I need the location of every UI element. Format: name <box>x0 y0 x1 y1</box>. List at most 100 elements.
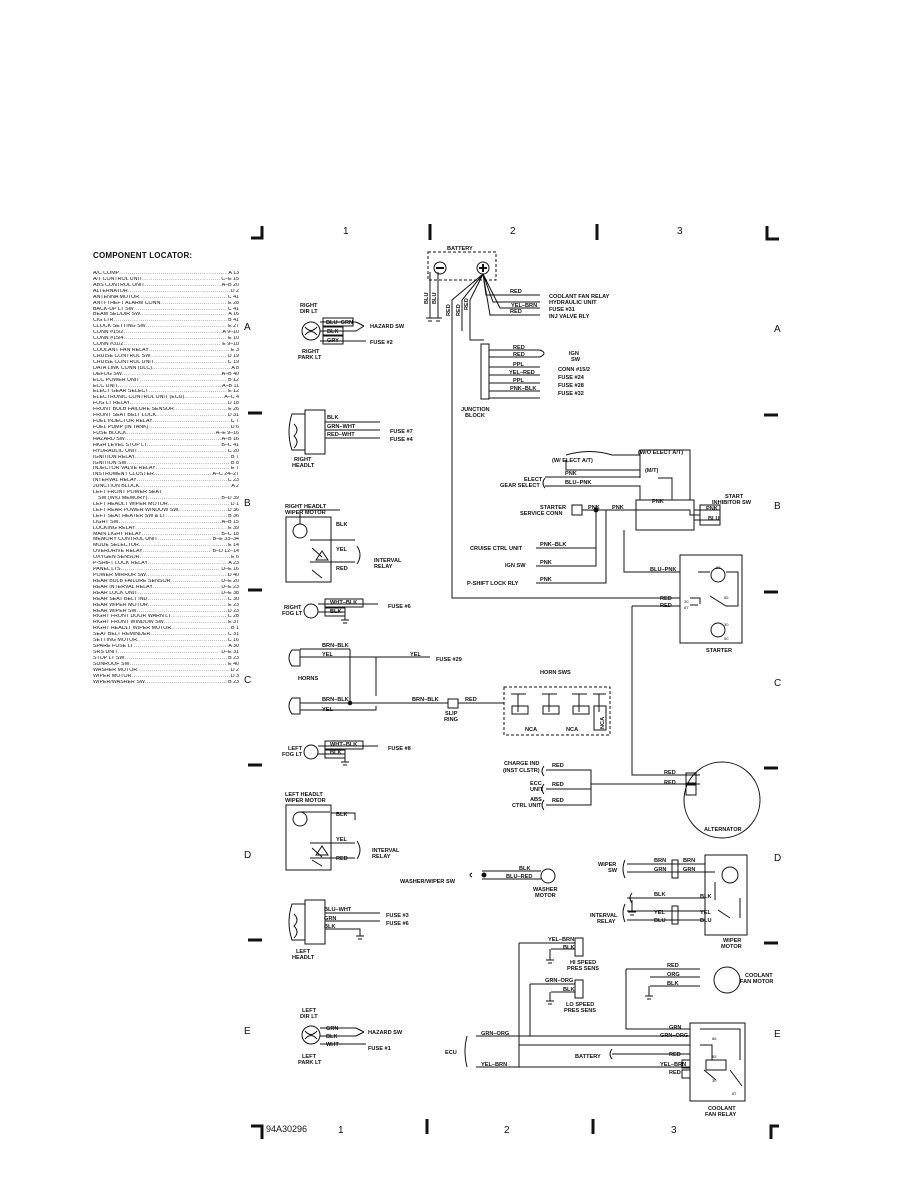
label-left: LEFT <box>288 746 303 752</box>
washer-motor-group <box>469 868 556 884</box>
label-red-wht: RED–WHT <box>327 432 355 438</box>
starter-circuit <box>536 449 743 785</box>
locator-component-name: STOP LT SW <box>93 655 125 661</box>
locator-grid-code: A–E 9–16 <box>215 430 239 436</box>
headlt-connector <box>304 899 326 945</box>
diagram-labels: BATTERY BLU BLU RED RED RED RED YEL–BRN … <box>282 246 773 1118</box>
label-start: START <box>725 494 744 500</box>
locator-row: RIGHT FRONT WINDOW SWE 37 <box>93 620 239 626</box>
label-grn: GRN <box>326 1026 338 1032</box>
locator-component-name: PANEL LTS <box>93 567 121 573</box>
locator-row: LEFT HEADLT WIPER MOTORD 1 <box>93 502 239 508</box>
label-horn-sws: HORN SWS <box>540 670 571 676</box>
terminal-30: 30 <box>724 622 729 627</box>
horns <box>288 648 611 736</box>
label-pnk: PNK <box>540 560 552 566</box>
interval-brace <box>356 545 361 565</box>
locator-grid-code: A 16 <box>228 312 239 318</box>
w-elect-wire <box>565 460 641 478</box>
locator-grid-code: B 36 <box>228 513 239 519</box>
starter-blu-pnk-wire <box>623 530 680 573</box>
splice-dot <box>481 872 487 878</box>
locator-component-name: REAR LOCK UNIT <box>93 590 138 596</box>
label-red: RED <box>513 352 525 358</box>
label-motor: MOTOR <box>535 893 556 899</box>
label-fuse3: FUSE #3 <box>386 913 409 919</box>
corner-mark-top-left <box>251 226 264 240</box>
locator-component-name: ANTENNA MOTOR <box>93 294 140 300</box>
battery-group <box>426 251 680 599</box>
lo-speed-pres-sens <box>574 979 584 999</box>
label-red: RED <box>669 1052 681 1058</box>
locator-component-name: CONN #15/4 <box>93 336 124 342</box>
locator-row: CONN #15/2A 9–10 <box>93 330 239 336</box>
hi-speed-pres-sens <box>574 937 584 957</box>
label-headlt: HEADLT <box>292 463 315 469</box>
label-fuse28: FUSE #28 <box>558 383 584 389</box>
label-brn-blk: BRN–BLK <box>412 697 439 703</box>
label-hydraulic-unit: HYDRAULIC UNIT <box>549 300 597 306</box>
locator-grid-code: A 13 <box>228 271 239 276</box>
label-pnk: PNK <box>565 471 577 477</box>
starter-service-conn <box>571 504 583 516</box>
locator-component-name: REAR BULB FAILURE SENSOR <box>93 578 171 584</box>
locator-component-name: DATA LINK CONN (DLC) <box>93 365 152 371</box>
locator-row: P-SHIFT LOCK RELAYA 23 <box>93 561 239 567</box>
locator-grid-code: D 3 <box>230 673 239 679</box>
label-pnk: PNK <box>706 506 718 512</box>
locator-row: WASHER MOTORD 2 <box>93 668 239 674</box>
label-blu-red: BLU–RED <box>506 874 532 880</box>
label-red: RED <box>669 1070 681 1076</box>
right-dir-lt-lamp <box>301 321 321 341</box>
locator-grid-code: D 23 <box>227 608 239 614</box>
washer-wires <box>482 870 541 880</box>
row-label-left-c: C <box>244 675 251 686</box>
locator-grid-code: B 23 <box>228 679 239 685</box>
locator-grid-code: A 8 <box>231 365 239 371</box>
locator-component-name: INSTRUMENT CLUSTER <box>93 472 154 478</box>
wiper-motor-icon <box>721 866 739 884</box>
label-dir-lt: DIR LT <box>300 309 318 315</box>
left-headlt <box>288 899 380 945</box>
terminal-86: 86 <box>712 1036 717 1041</box>
label-right-headlt: RIGHT HEADLT <box>285 504 327 510</box>
right-fog-lt <box>303 598 378 624</box>
diode-icon <box>315 550 329 561</box>
locator-row: INJECTOR VALVE RELAYE 7 <box>93 466 239 472</box>
label-red: RED <box>552 782 564 788</box>
locator-component-name: SUNROOF SW <box>93 661 130 667</box>
label-right: RIGHT <box>284 605 302 611</box>
label-fuse6: FUSE #6 <box>388 604 411 610</box>
locator-grid-code: A–B 16 <box>221 436 239 442</box>
right-headlt-lamp <box>288 413 306 451</box>
locator-component-name: WIPER MOTOR <box>93 673 132 679</box>
locator-grid-code: C 16 <box>227 638 239 644</box>
label-ctrl-unit: CTRL UNIT <box>512 803 542 809</box>
label-yel: YEL <box>410 652 421 658</box>
locator-row: OXYGEN SENSORE 6 <box>93 555 239 561</box>
label-starter-name: STARTER <box>706 648 732 654</box>
label-fog-lt: FOG LT <box>282 752 303 758</box>
wo-elect-wire <box>639 449 691 500</box>
label-ppl: PPL <box>513 362 524 368</box>
slip-ring <box>447 698 459 709</box>
w-elect-bracket <box>565 451 641 470</box>
label-blu: BLU <box>654 918 666 924</box>
ground-icon <box>341 754 349 766</box>
label-org: ORG <box>667 972 680 978</box>
locator-grid-code: C–E 15 <box>221 276 239 282</box>
label-red: RED <box>664 770 676 776</box>
locator-row: PANEL LTSD–E 16 <box>93 567 239 573</box>
label-fuse1: FUSE #1 <box>368 1046 391 1052</box>
locator-component-name: REAR WIPER MOTOR <box>93 602 148 608</box>
doc-code: 94A30296 <box>266 1124 307 1134</box>
locator-grid-code: B–D 39 <box>221 496 239 502</box>
left-headlt-wiper <box>285 804 361 871</box>
connector-box <box>324 740 364 750</box>
label-conn152: CONN #15/2 <box>558 367 590 373</box>
label-pnk: PNK <box>540 577 552 583</box>
label-inj-valve-rly: INJ VALVE RLY <box>549 314 590 320</box>
label-grn-org: GRN–ORG <box>545 978 573 984</box>
row-label-right-b: B <box>774 501 781 512</box>
